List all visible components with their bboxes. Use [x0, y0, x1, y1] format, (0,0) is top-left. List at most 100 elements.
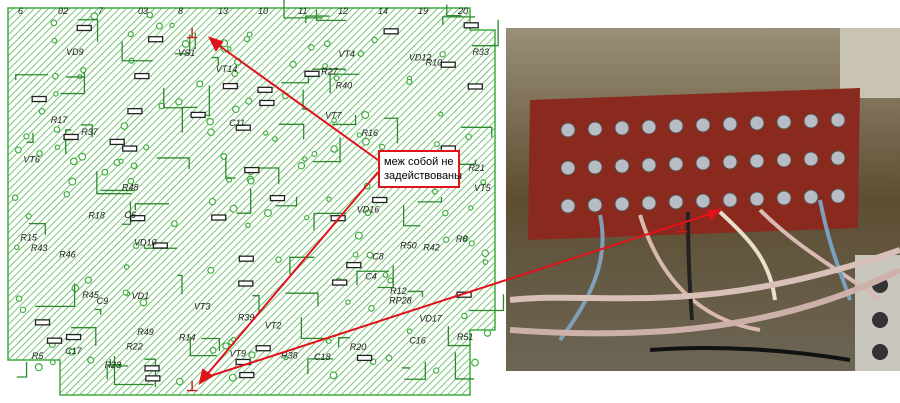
pcb-pad: [139, 298, 148, 307]
pcb-trace: [312, 137, 341, 163]
connector-pin: [749, 115, 765, 131]
component-label: R46: [59, 249, 76, 259]
pcb-pad: [302, 156, 308, 162]
connector-pin: [749, 191, 765, 207]
pcb-pad: [442, 236, 450, 243]
pcb-pad: [49, 359, 56, 366]
pcb-trace: [156, 157, 190, 170]
resistor-outline: [130, 215, 146, 222]
pcb-pad: [181, 40, 190, 48]
component-label: R21: [468, 163, 485, 173]
component-label: C17: [65, 346, 83, 356]
component-label: VT7: [325, 111, 343, 121]
pcb-pad: [229, 204, 238, 213]
pcb-pad: [382, 271, 389, 278]
component-label: VD9: [66, 47, 84, 57]
component-label: VS1: [178, 48, 195, 58]
resistor-outline: [222, 82, 239, 90]
resistor-outline: [127, 108, 143, 115]
pcb-trace: [305, 15, 330, 24]
pcb-pad: [71, 284, 80, 293]
pcb-pad: [146, 11, 154, 19]
pcb-trace: [472, 19, 499, 47]
component-label: R27: [321, 67, 339, 77]
component-label: VT5: [474, 183, 492, 193]
pcb-pad: [378, 143, 386, 151]
pcb-pad: [371, 36, 378, 44]
connector-pin: [722, 154, 738, 170]
pcb-trace: [211, 56, 219, 67]
pcb-trace: [60, 71, 86, 95]
resistor-outline: [269, 194, 286, 202]
resistor-outline: [235, 124, 251, 131]
pcb-trace: [189, 336, 217, 357]
component-label: VT2: [265, 320, 282, 330]
component-label: C4: [365, 272, 377, 282]
resistor-outline: [63, 133, 79, 141]
pcb-pad: [231, 70, 239, 78]
pcb-trace: [65, 129, 72, 155]
pcb-pad: [38, 107, 46, 115]
component-label: R5: [32, 351, 44, 361]
pin-label: 10: [258, 6, 268, 16]
pcb-pad: [63, 191, 71, 198]
pcb-pad: [345, 299, 351, 305]
component-label: R22: [126, 342, 143, 352]
resistor-outline: [239, 371, 255, 379]
resistor-outline: [65, 333, 82, 341]
component-label: R16: [361, 128, 378, 138]
pcb-pad: [90, 12, 99, 20]
pin-label: 20: [457, 6, 468, 16]
component-label: VD1: [132, 291, 150, 301]
pcb-trace: [26, 132, 34, 143]
pcb-pad: [118, 158, 124, 164]
component-label: C16: [409, 335, 426, 345]
component-label: R12: [390, 286, 407, 296]
pcb-pad: [246, 31, 253, 38]
component-label: VT3: [194, 302, 211, 312]
connector-pin: [695, 193, 711, 209]
component-label: R8: [456, 234, 468, 244]
pcb-trace: [384, 117, 399, 144]
resistor-outline: [304, 70, 320, 77]
pcb-pad: [482, 259, 489, 265]
pcb-trace: [236, 188, 252, 214]
connector-pin: [803, 113, 819, 129]
pcb-pad: [53, 126, 61, 133]
pcb-trace: [94, 308, 102, 315]
pcb-trace: [454, 352, 475, 380]
pcb-pad: [228, 373, 237, 382]
pcb-pad: [78, 152, 87, 161]
resistor-outline: [238, 280, 254, 287]
pcb-pad: [263, 130, 269, 136]
pcb-pad: [461, 312, 468, 320]
component-label: VT14: [216, 64, 238, 74]
component-label: VT9: [229, 348, 246, 358]
connector-pin: [560, 122, 576, 138]
component-label: C6: [124, 210, 136, 220]
pin-label: 11: [298, 6, 307, 16]
component-label: VD12: [409, 52, 432, 62]
pcb-pad: [433, 141, 440, 148]
pcb-trace: [404, 361, 426, 380]
connector-pin: [830, 112, 846, 128]
resistor-outline: [145, 375, 161, 382]
pcb-pad: [297, 161, 306, 170]
pcb-pad: [52, 72, 59, 80]
connector-board: [528, 88, 860, 240]
component-label: C18: [314, 352, 331, 362]
connector-pin: [641, 157, 657, 173]
pcb-pad: [120, 122, 129, 130]
component-label: R33: [472, 47, 489, 57]
pcb-trace: [96, 171, 132, 195]
component-label: VT4: [338, 49, 355, 59]
pcb-pad: [361, 137, 370, 146]
pcb-pad: [19, 306, 27, 314]
pin-label: 14: [378, 6, 388, 16]
component-label: C8: [372, 252, 384, 262]
component-label: R49: [137, 327, 154, 337]
pcb-pad: [480, 179, 487, 186]
resistor-outline: [152, 242, 168, 249]
